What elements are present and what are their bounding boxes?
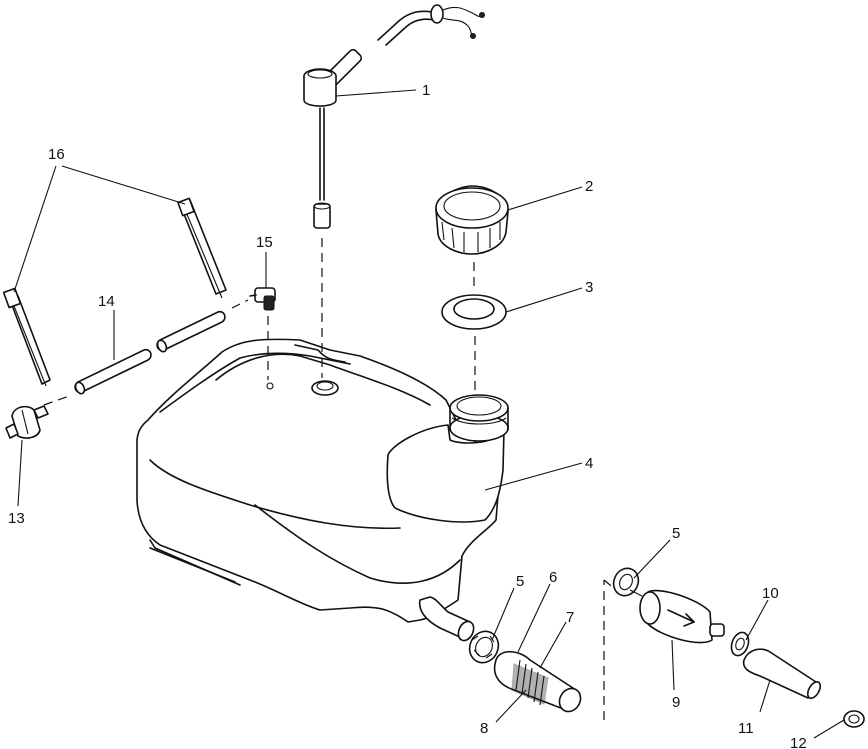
- callout-16: 16: [48, 146, 65, 163]
- fuel-hose: [493, 650, 582, 713]
- callout-6: 6: [549, 569, 557, 586]
- callout-8: 8: [480, 720, 488, 737]
- fuel-filter: [639, 589, 725, 644]
- callout-14: 14: [98, 293, 115, 310]
- callout-13: 13: [8, 510, 25, 527]
- fuel-tank: [136, 338, 509, 642]
- fuel-line: [742, 648, 822, 699]
- vent-hose: [74, 310, 226, 395]
- callout-12: 12: [790, 735, 807, 749]
- clamp-12: [843, 710, 865, 728]
- callout-10: 10: [762, 585, 779, 602]
- cable-strap-left: [2, 287, 51, 387]
- callout-1: 1: [422, 82, 430, 99]
- hose-clamp-5a: [468, 630, 500, 664]
- hose-clamp-5b: [612, 567, 643, 597]
- leader-lines: [13, 89, 845, 739]
- callout-2: 2: [585, 178, 593, 195]
- callout-15: 15: [256, 234, 273, 251]
- callout-5a: 5: [516, 573, 524, 590]
- callout-5b: 5: [672, 525, 680, 542]
- cable-strap-right: [177, 197, 227, 299]
- callout-labels: 1 2 3 4 5 5 6 7 8 9 10 11 12 13 14 15 16: [8, 82, 807, 749]
- fuel-cap: [435, 185, 509, 255]
- callout-7: 7: [566, 609, 574, 626]
- vent-fitting: [249, 287, 276, 311]
- callout-3: 3: [585, 279, 593, 296]
- check-valve: [5, 405, 49, 439]
- callout-11: 11: [738, 720, 754, 737]
- cap-gasket: [441, 294, 507, 330]
- fuel-gauge-sender: [303, 4, 485, 229]
- callout-4: 4: [585, 455, 593, 472]
- callout-9: 9: [672, 694, 680, 711]
- clamp-10: [730, 631, 750, 657]
